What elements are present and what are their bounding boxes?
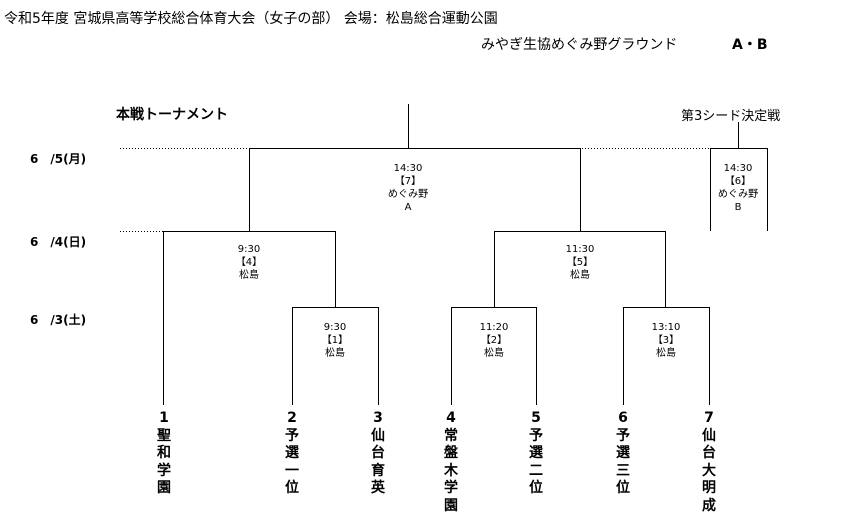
team-entry-3: 3 仙台育英	[368, 410, 388, 498]
match-1-time: 9:30	[323, 322, 347, 333]
match-7-court: A	[404, 202, 412, 213]
match-2-time: 11:20	[479, 322, 509, 333]
match-2-venue: 松島	[484, 348, 504, 359]
team-6-name: 予選三位	[616, 427, 630, 497]
tournament-header-title: 令和5年度 宮城県高等学校総合体育大会（女子の部） 会場：松島総合運動公園	[4, 11, 498, 27]
third-seed-label: 第3シード決定戦	[681, 109, 781, 124]
team-4-number: 4	[446, 410, 456, 426]
team-2-number: 2	[287, 410, 297, 426]
match-6-court: B	[734, 202, 742, 213]
team-4-name: 常盤木学園	[444, 427, 458, 514]
match-4-time: 9:30	[237, 244, 261, 255]
match-5-info: 11:30 【5】 松島	[550, 243, 610, 282]
match-6-venue: めぐみ野	[717, 189, 759, 200]
team-5-number: 5	[531, 410, 541, 426]
team-entry-2: 2 予選一位	[282, 410, 302, 498]
match-7-time: 14:30	[393, 163, 423, 174]
match-2-info: 11:20 【2】 松島	[464, 321, 524, 360]
match-6-info: 14:30 【6】 めぐみ野 B	[708, 162, 768, 214]
team-6-number: 6	[618, 410, 628, 426]
match-4-number: 【4】	[235, 257, 263, 268]
match-5-venue: 松島	[570, 270, 590, 281]
match-1-number: 【1】	[321, 335, 349, 346]
date-label-day2: 6 /4(日)	[30, 235, 87, 249]
team-3-name: 仙台育英	[371, 427, 385, 497]
team-entry-4: 4 常盤木学園	[441, 410, 461, 515]
venue-subtitle: みやぎ生協めぐみ野グラウンド	[481, 37, 678, 53]
match-2-number: 【2】	[480, 335, 508, 346]
match-1-venue: 松島	[325, 348, 345, 359]
date-label-day1: 6 /3(土)	[30, 313, 87, 327]
team-5-name: 予選二位	[529, 427, 543, 497]
team-entry-1: 1 聖和学園	[154, 410, 174, 498]
court-labels: A・B	[732, 37, 768, 53]
team-3-number: 3	[373, 410, 383, 426]
team-7-name: 仙台大明成	[702, 427, 716, 514]
match-5-time: 11:30	[565, 244, 595, 255]
section-title: 本戦トーナメント	[116, 107, 228, 123]
team-1-name: 聖和学園	[157, 427, 171, 497]
match-6-time: 14:30	[723, 163, 753, 174]
match-3-time: 13:10	[651, 322, 681, 333]
team-entry-6: 6 予選三位	[613, 410, 633, 498]
match-5-number: 【5】	[566, 257, 594, 268]
match-7-number: 【7】	[394, 176, 422, 187]
match-1-info: 9:30 【1】 松島	[305, 321, 365, 360]
date-label-day3: 6 /5(月)	[30, 152, 87, 166]
team-7-number: 7	[704, 410, 714, 426]
match-3-number: 【3】	[652, 335, 680, 346]
match-4-info: 9:30 【4】 松島	[219, 243, 279, 282]
match-3-venue: 松島	[656, 348, 676, 359]
match-7-info: 14:30 【7】 めぐみ野 A	[378, 162, 438, 214]
team-entry-7: 7 仙台大明成	[699, 410, 719, 515]
team-1-number: 1	[159, 410, 169, 426]
team-entry-5: 5 予選二位	[526, 410, 546, 498]
match-3-info: 13:10 【3】 松島	[636, 321, 696, 360]
team-2-name: 予選一位	[285, 427, 299, 497]
match-7-venue: めぐみ野	[387, 189, 429, 200]
match-6-number: 【6】	[724, 176, 752, 187]
match-4-venue: 松島	[239, 270, 259, 281]
